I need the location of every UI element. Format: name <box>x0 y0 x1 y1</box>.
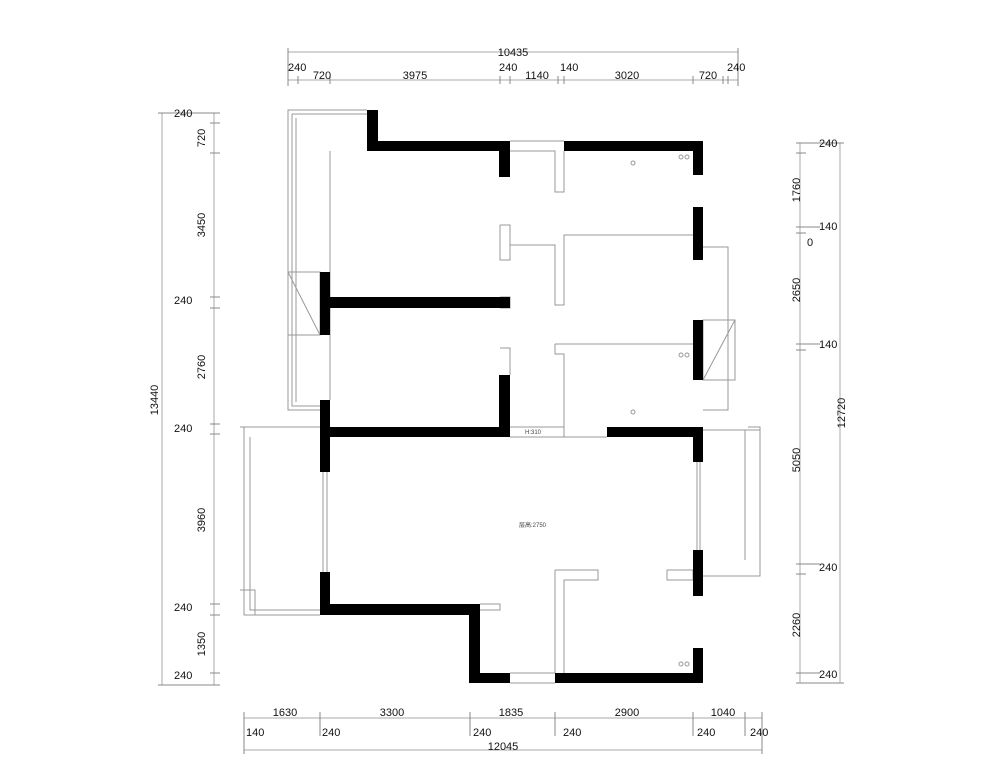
dim-label: 240 <box>473 727 491 739</box>
dim-label: 240 <box>819 562 837 574</box>
dim-label: 140 <box>560 62 578 74</box>
dim-label: 3960 <box>196 508 208 532</box>
beam-height-label: H:310 <box>525 430 542 436</box>
dim-label: 240 <box>819 669 837 681</box>
dim-label: 140 <box>246 727 264 739</box>
dim-label: 5050 <box>791 448 803 472</box>
dim-label: 2650 <box>791 278 803 302</box>
dim-label: 240 <box>174 602 192 614</box>
dim-label: 240 <box>727 62 745 74</box>
dim-label: 240 <box>697 727 715 739</box>
dim-label: 240 <box>174 670 192 682</box>
dim-label: 720 <box>196 129 208 147</box>
dim-label: 240 <box>750 727 768 739</box>
dim-label: 2900 <box>615 707 639 719</box>
dim-label: 1760 <box>791 178 803 202</box>
dim-label: 240 <box>174 108 192 120</box>
dim-label: 720 <box>699 70 717 82</box>
top-dimension-chain: 10435 240 240 140 240 720 3975 1140 3020… <box>287 47 745 86</box>
dim-label: 240 <box>322 727 340 739</box>
dim-right-total: 12720 <box>836 398 848 429</box>
dim-label: 720 <box>313 70 331 82</box>
dim-label: 2760 <box>196 355 208 379</box>
dim-label: 240 <box>563 727 581 739</box>
left-dimension-chain: 13440 240 240 240 240 240 720 3450 2760 … <box>149 108 220 686</box>
dim-label: 3020 <box>615 70 639 82</box>
dim-label: 3975 <box>403 70 427 82</box>
dim-label: 3450 <box>196 213 208 237</box>
dim-label: 2260 <box>791 613 803 637</box>
dim-label: 240 <box>288 62 306 74</box>
dim-label: 240 <box>819 138 837 150</box>
dim-label: 0 <box>807 237 813 249</box>
dim-top-total: 10435 <box>498 47 529 59</box>
dim-label: 1350 <box>196 632 208 656</box>
right-dimension-chain: 240 140 0 140 240 240 1760 2650 5050 226… <box>791 138 848 684</box>
dim-label: 140 <box>819 221 837 233</box>
floor-height-label: 层高:2750 <box>519 521 547 529</box>
dim-bottom-total: 12045 <box>488 741 519 753</box>
dim-label: 1630 <box>273 707 297 719</box>
bottom-dimension-chain: 1630 3300 1835 2900 1040 140 240 240 240… <box>243 707 768 754</box>
dim-left-total: 13440 <box>149 385 161 416</box>
dim-label: 1835 <box>499 707 523 719</box>
dim-label: 240 <box>174 295 192 307</box>
walls <box>320 110 703 683</box>
dim-label: 1040 <box>711 707 735 719</box>
dim-label: 3300 <box>380 707 404 719</box>
dim-label: 240 <box>174 423 192 435</box>
dim-label: 240 <box>499 62 517 74</box>
dim-label: 140 <box>819 339 837 351</box>
dim-label: 1140 <box>525 70 549 82</box>
